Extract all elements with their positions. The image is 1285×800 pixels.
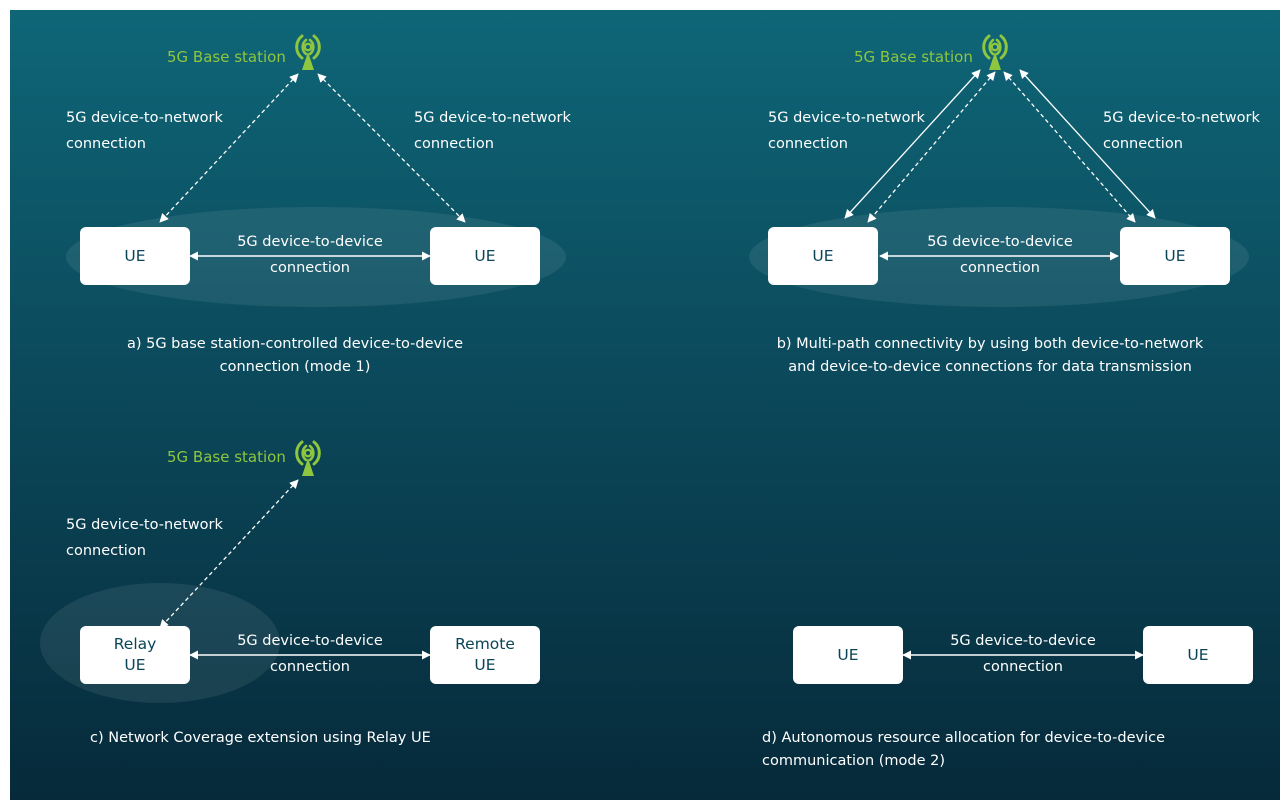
ue-box-d-right: UE: [1143, 626, 1253, 684]
ue-label: UE: [124, 246, 146, 265]
d2n-label-line1: 5G device-to-network: [1103, 110, 1260, 126]
caption-c-line1: c) Network Coverage extension using Rela…: [90, 730, 431, 746]
d2d-label-line1: 5G device-to-device: [237, 234, 383, 250]
caption-a: a) 5G base station-controlled device-to-…: [90, 333, 500, 379]
ue-box-a-right: UE: [430, 227, 540, 285]
diagram-canvas: 5G Base station 5G device-to-network con…: [10, 10, 1280, 800]
d2d-label-line2: connection: [270, 659, 350, 675]
caption-b: b) Multi-path connectivity by using both…: [735, 333, 1245, 379]
d2n-label-line2: connection: [768, 136, 848, 152]
d2n-link-c: [159, 479, 299, 629]
ue-box-b-left: UE: [768, 227, 878, 285]
caption-a-line2: connection (mode 1): [219, 359, 371, 375]
d2d-label-line1: 5G device-to-device: [950, 633, 1096, 649]
d2n-link-b-left-dashed: [867, 71, 996, 223]
d2d-label-line2: connection: [270, 260, 350, 276]
d2n-label-line1: 5G device-to-network: [768, 110, 925, 126]
antenna-icon: [295, 34, 321, 72]
caption-d-line2: communication (mode 2): [762, 753, 946, 769]
ue-box-b-right: UE: [1120, 227, 1230, 285]
base-station-label-a: 5G Base station: [167, 48, 286, 66]
d2n-label-line2: connection: [66, 136, 146, 152]
d2d-label-c: 5G device-to-device connection: [210, 628, 410, 680]
remote-ue-line2: UE: [474, 656, 496, 674]
ue-label: UE: [1164, 246, 1186, 265]
base-station-label-c: 5G Base station: [167, 448, 286, 466]
ue-label: UE: [1187, 645, 1209, 664]
relay-ue-line1: Relay: [113, 635, 157, 653]
d2n-label-b-right: 5G device-to-network connection: [1103, 105, 1260, 157]
relay-ue-box: Relay UE: [80, 626, 190, 684]
d2d-label-a: 5G device-to-device connection: [210, 229, 410, 281]
ue-label: UE: [812, 246, 834, 265]
ue-label: UE: [474, 246, 496, 265]
caption-b-line2: and device-to-device connections for dat…: [788, 359, 1192, 375]
d2d-label-line1: 5G device-to-device: [927, 234, 1073, 250]
relay-ue-line2: UE: [124, 656, 146, 674]
d2n-label-c: 5G device-to-network connection: [66, 512, 223, 564]
d2d-label-line2: connection: [960, 260, 1040, 276]
d2n-label-line2: connection: [414, 136, 494, 152]
ue-box-d-left: UE: [793, 626, 903, 684]
d2d-label-line1: 5G device-to-device: [237, 633, 383, 649]
ue-box-a-left: UE: [80, 227, 190, 285]
d2n-link-a-left: [159, 73, 299, 223]
d2n-label-line2: connection: [1103, 136, 1183, 152]
base-station-label-b: 5G Base station: [854, 48, 973, 66]
d2n-label-line1: 5G device-to-network: [66, 110, 223, 126]
d2n-label-b-left: 5G device-to-network connection: [768, 105, 925, 157]
remote-ue-box: Remote UE: [430, 626, 540, 684]
caption-c: c) Network Coverage extension using Rela…: [90, 727, 431, 750]
ue-label: UE: [837, 645, 859, 664]
d2d-label-d: 5G device-to-device connection: [923, 628, 1123, 680]
caption-d: d) Autonomous resource allocation for de…: [762, 727, 1165, 773]
caption-b-line1: b) Multi-path connectivity by using both…: [776, 336, 1204, 352]
d2d-label-line2: connection: [983, 659, 1063, 675]
d2d-label-b: 5G device-to-device connection: [900, 229, 1100, 281]
caption-a-line1: a) 5G base station-controlled device-to-…: [126, 336, 464, 352]
d2n-label-line1: 5G device-to-network: [414, 110, 571, 126]
d2n-label-a-left: 5G device-to-network connection: [66, 105, 223, 157]
caption-d-line1: d) Autonomous resource allocation for de…: [762, 730, 1166, 746]
d2n-label-a-right: 5G device-to-network connection: [414, 105, 571, 157]
d2n-label-line2: connection: [66, 543, 146, 559]
d2n-label-line1: 5G device-to-network: [66, 517, 223, 533]
antenna-icon: [982, 34, 1008, 72]
antenna-icon: [295, 440, 321, 478]
d2n-link-b-right-solid: [1019, 69, 1156, 219]
remote-ue-line1: Remote: [455, 635, 515, 653]
